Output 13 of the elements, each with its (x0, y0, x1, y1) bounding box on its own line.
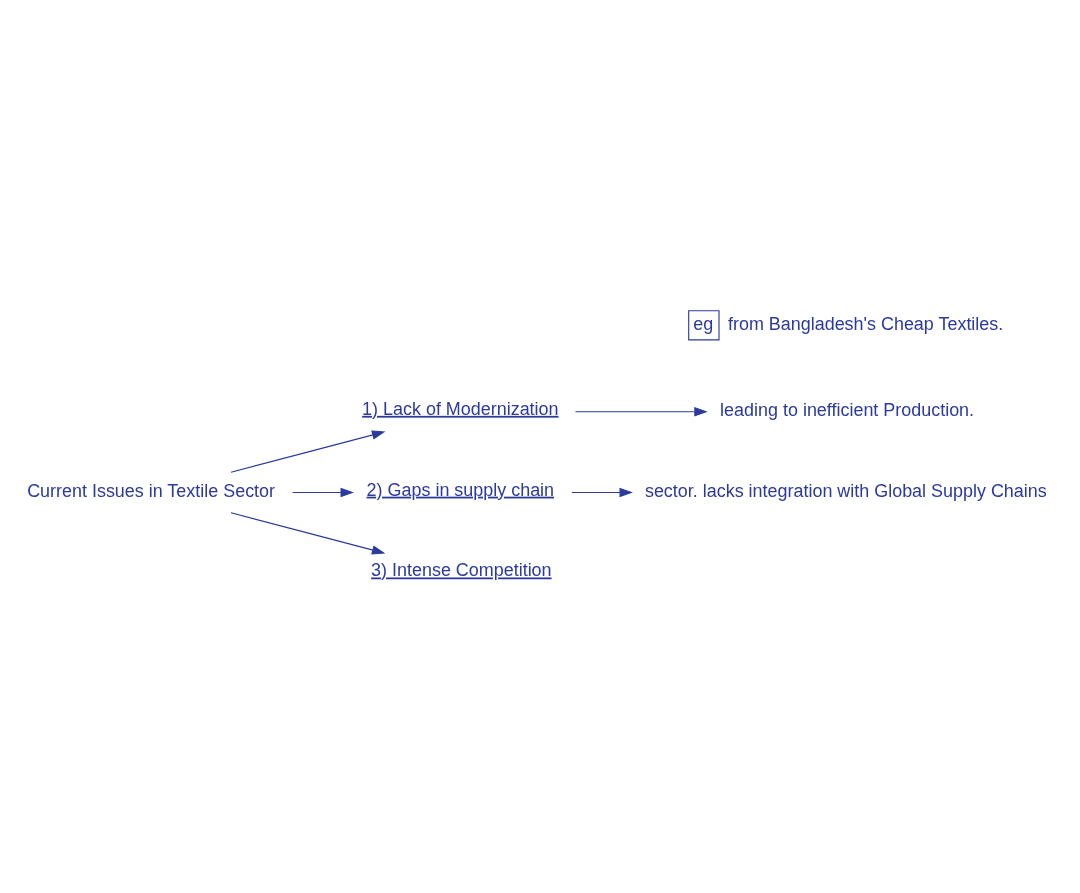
node-text: 3) Intense Competition (371, 560, 552, 581)
arrow (292, 487, 354, 498)
node-text: 2) Gaps in supply chain (366, 479, 555, 500)
arrow (230, 512, 386, 555)
node-text: 1) Lack of Modernization (362, 398, 559, 419)
node-box: eg (688, 310, 720, 341)
node-text: Current Issues in Textile Sector (27, 480, 276, 501)
node-text: sector. lacks integration with Global Supply Chains (644, 480, 1047, 501)
node-label: from Bangladesh's Cheap Textiles. (727, 313, 1004, 334)
arrow (574, 407, 708, 417)
arrow (230, 430, 386, 473)
arrow (571, 487, 633, 498)
node-text: leading to inefficient Production. (720, 399, 975, 420)
